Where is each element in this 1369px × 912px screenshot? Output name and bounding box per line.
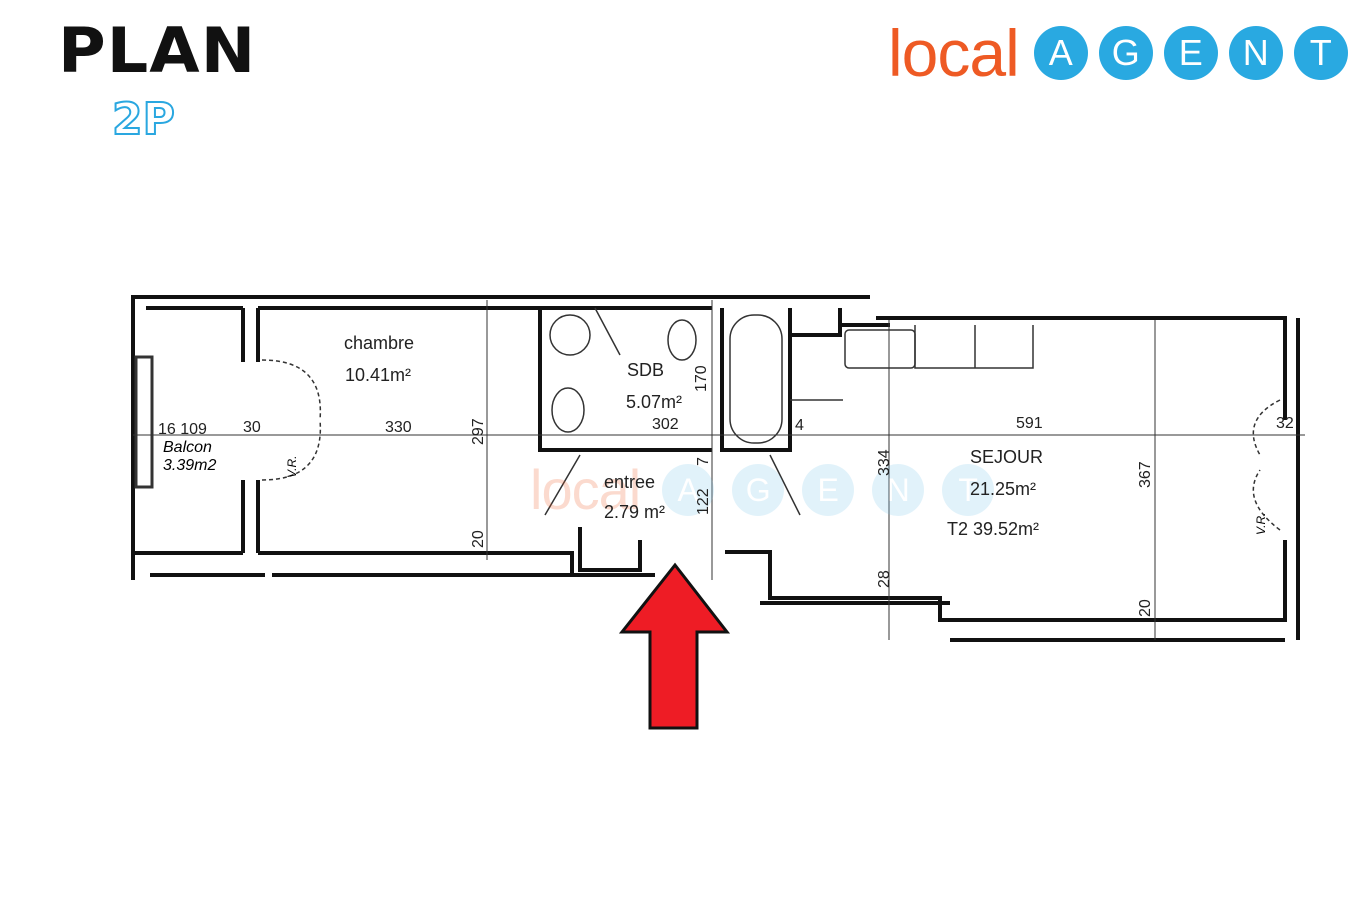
dimension-label: 334 [876,449,893,476]
dimension-label: 4 [795,417,804,434]
room-name-balcon: Balcon [163,439,212,456]
localagent-logo: local A G E N T [888,20,1348,86]
room-area-entree: 2.79 m² [604,502,666,522]
dimension-label: 30 [243,419,261,436]
watermark-letter: E [802,464,855,516]
room-name-sejour: SEJOUR [970,447,1044,467]
page-title: PLAN [58,14,257,87]
watermark-prefix: local [530,458,641,521]
logo-letter: G [1098,26,1153,80]
dimension-label: 302 [652,416,679,433]
dimension-label: 32 [1276,415,1294,432]
watermark-logo: local A G E N T [530,458,995,521]
total-area: T2 39.52m² [947,519,1040,539]
walls [131,295,1300,642]
room-name-sdb: SDB [627,360,665,380]
entrance-arrow [618,562,731,730]
dimension-label: 170 [693,365,710,392]
logo-letter: T [1293,26,1348,80]
dimension-label: 297 [470,418,487,445]
logo-letter: N [1228,26,1283,80]
room-area-balcon: 3.39m2 [163,457,217,474]
room-area-chambre: 10.41m² [345,365,412,385]
room-name-chambre: chambre [344,333,415,353]
dimension-label: 367 [1137,461,1154,488]
logo-letter: E [1163,26,1218,80]
plan-type-subtitle: 2P [111,93,176,146]
watermark-letter: A [662,464,715,516]
watermark-letter: T [942,464,995,516]
fixtures [133,300,1305,640]
dimension-label: 20 [1137,599,1154,617]
logo-prefix: local [888,16,1020,90]
shutter-label: V.R. [285,455,299,478]
dimension-label: 28 [876,570,893,588]
dimension-label: 591 [1016,415,1043,432]
dimension-label: 330 [385,419,412,436]
room-area-sejour: 21.25m² [970,479,1037,499]
dimension-label: 122 [695,488,712,515]
dimension-label: 20 [470,530,487,548]
room-name-entree: entree [604,472,656,492]
room-area-sdb: 5.07m² [626,392,683,412]
dimension-label: 16 109 [158,421,207,438]
watermark-letter: G [732,464,785,516]
logo-letter: A [1033,26,1088,80]
dimension-label: 7 [695,457,712,466]
watermark-letter: N [872,464,925,516]
shutter-label: V.R. [1254,512,1268,535]
